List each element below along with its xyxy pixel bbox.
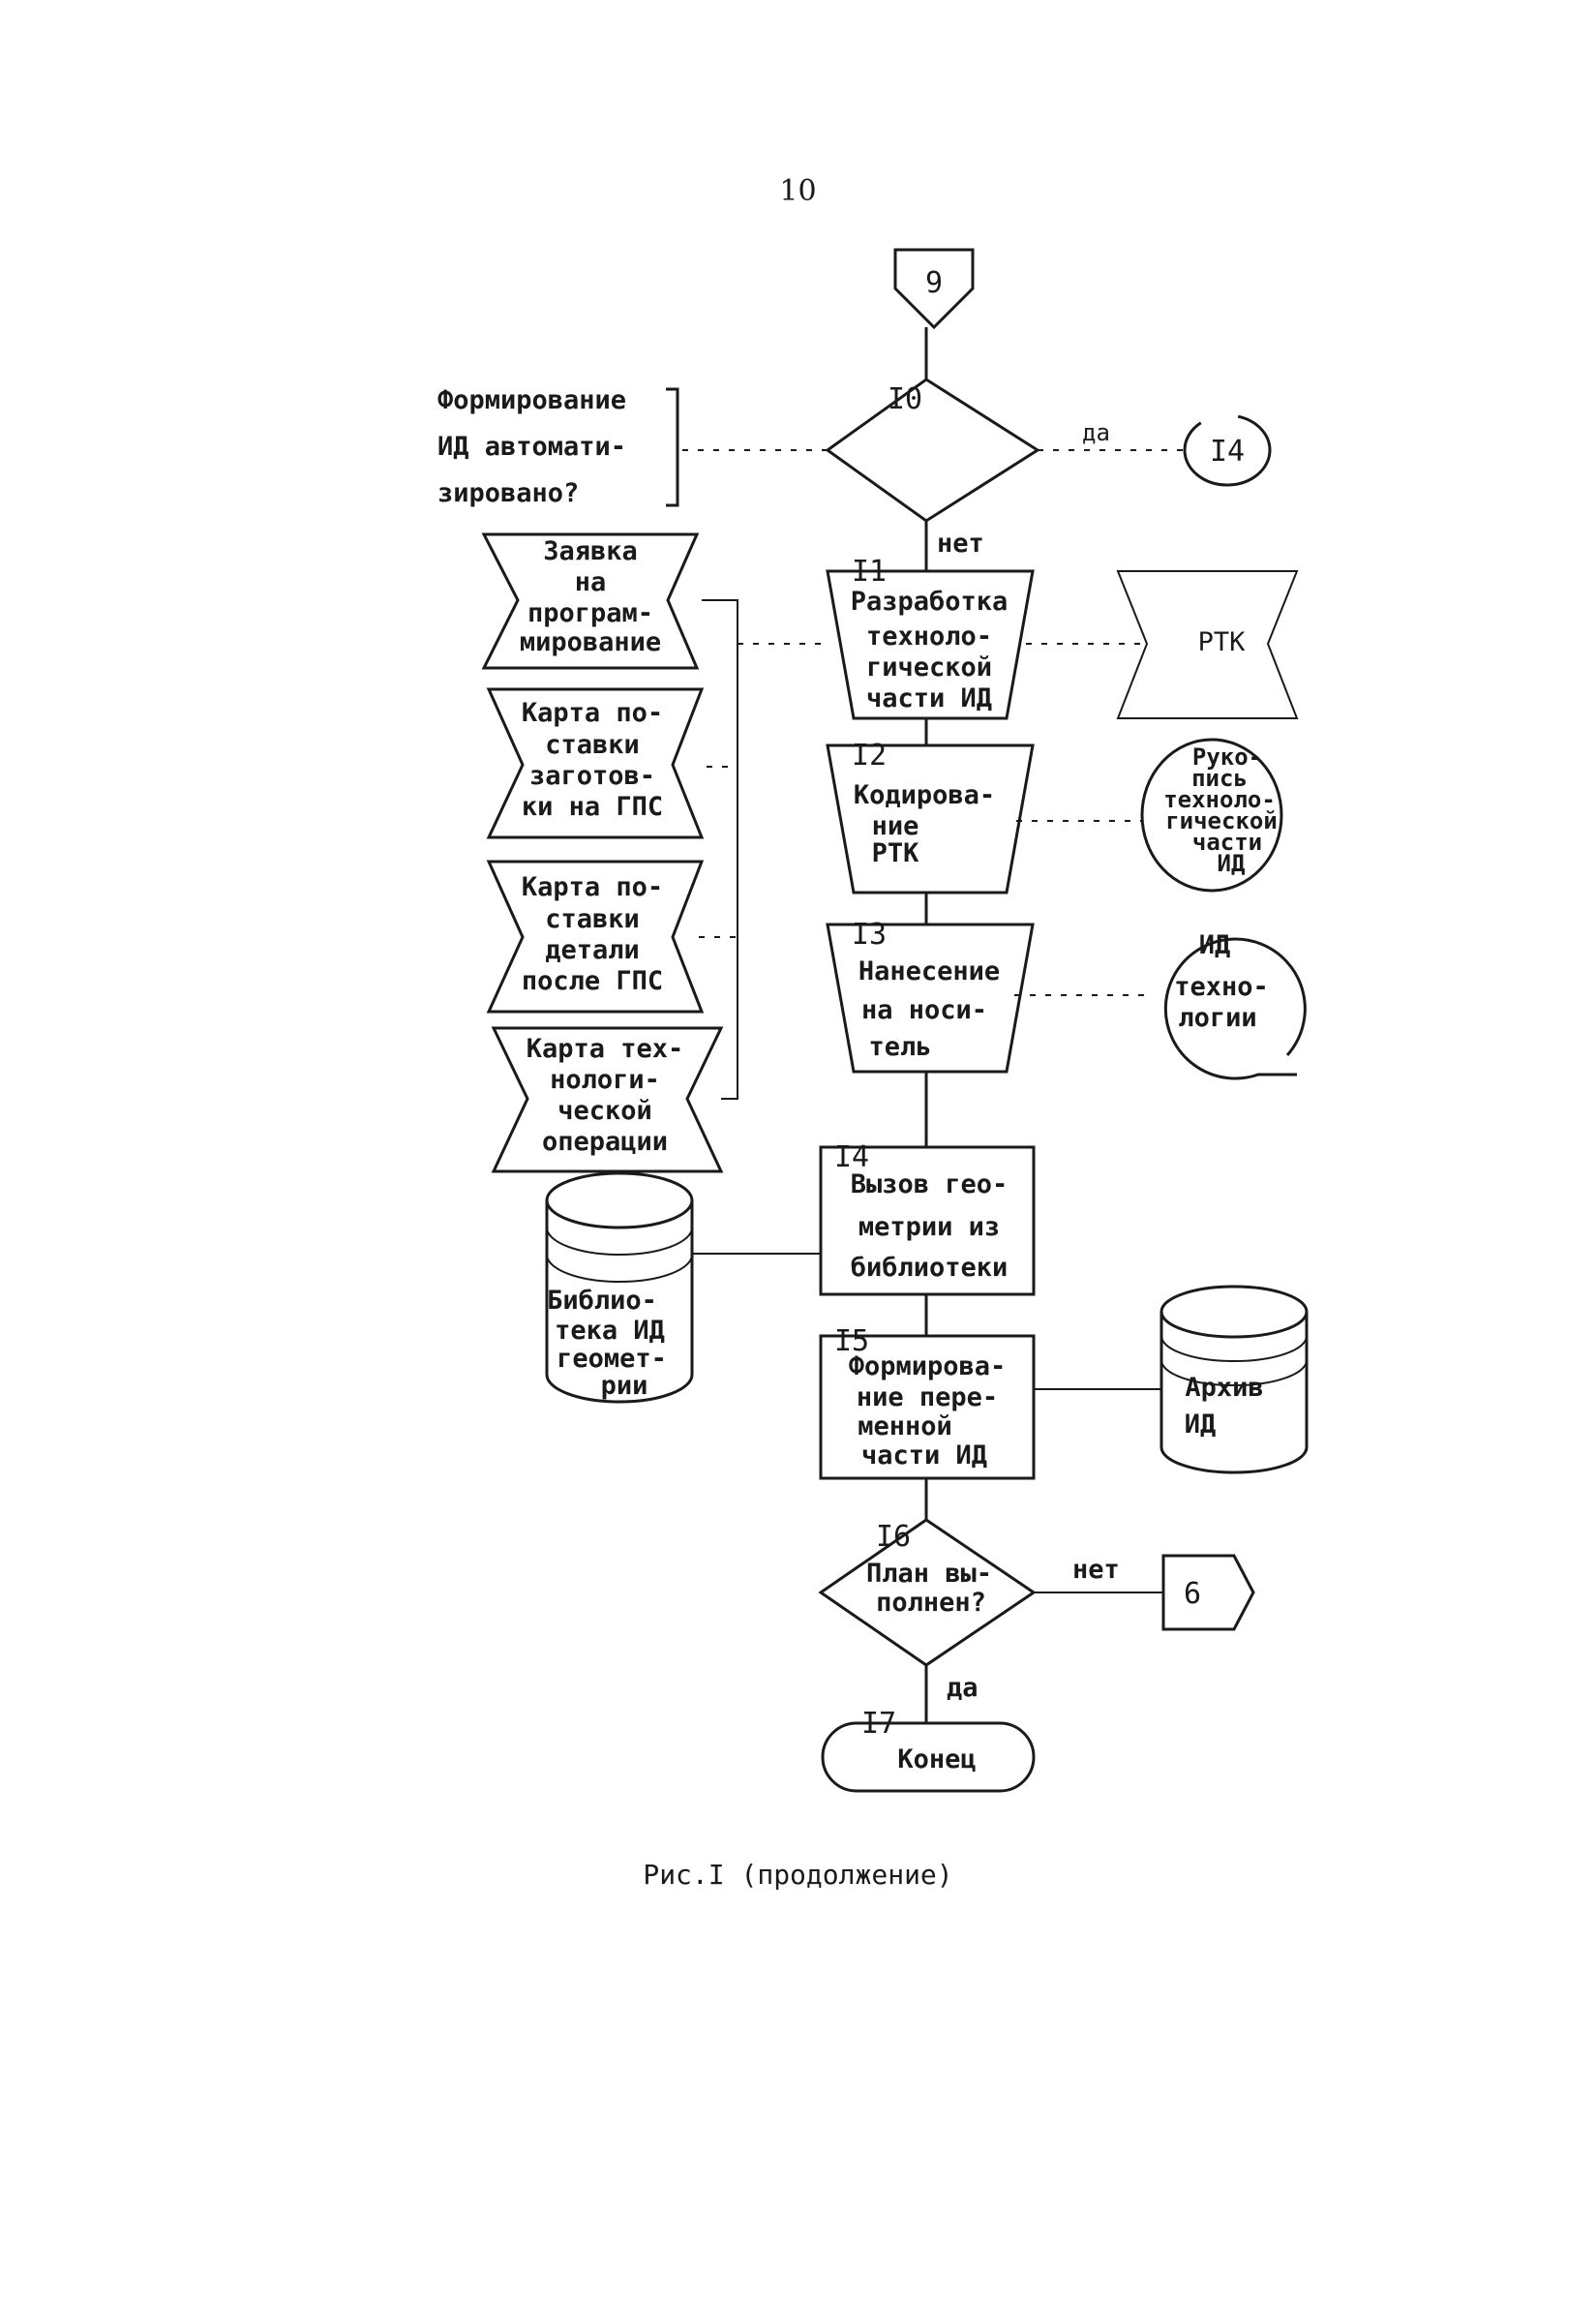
label-yes-16: да (947, 1673, 979, 1703)
id-technology-shape (1163, 937, 1307, 1080)
document-left-4-line-1: Карта тех- (527, 1034, 684, 1064)
block-11-line-2: техноло- (866, 621, 992, 652)
manual-operation-12 (826, 743, 1035, 894)
document-left-2-line-4: ки на ГПС (522, 792, 663, 822)
block-10-number: I0 (888, 382, 922, 416)
block-13-number: I3 (852, 918, 887, 952)
block-13-line-1: Нанесение (858, 956, 1000, 986)
library-line-4: рии (601, 1371, 648, 1401)
decision-16 (818, 1518, 1037, 1667)
connector-14-label: I4 (1210, 435, 1245, 469)
block-14-number: I4 (834, 1140, 869, 1174)
block-16-line-1: План вы- (866, 1559, 992, 1589)
block-11-line-3: гической (866, 652, 992, 682)
document-left-1-line-4: мирование (520, 627, 661, 657)
document-left-1 (481, 532, 700, 670)
comment-10-line-1: Формирование (437, 385, 626, 415)
document-left-2 (486, 687, 705, 839)
block-15-line-3: менной (858, 1411, 952, 1441)
decision-10 (825, 378, 1040, 523)
block-15-line-1: Формирова- (849, 1351, 1007, 1381)
id-technology-line-2: техно- (1174, 972, 1269, 1002)
block-12-number: I2 (852, 739, 887, 773)
id-technology-line-1: ИД (1199, 930, 1231, 960)
document-left-3-line-1: Карта по- (522, 872, 663, 902)
library-line-2: тека ИД (555, 1316, 665, 1346)
process-14 (819, 1145, 1036, 1296)
document-left-4-line-2: нологи- (550, 1065, 660, 1095)
block-15-line-4: части ИД (861, 1440, 987, 1470)
block-12-line-3: РТК (872, 838, 920, 868)
block-13-line-3: тель (868, 1032, 931, 1062)
manual-operation-13 (826, 923, 1035, 1074)
label-yes-10: да (1082, 419, 1110, 446)
document-left-4 (491, 1026, 724, 1173)
document-left-2-line-3: заготов- (529, 761, 655, 791)
archive-storage (1159, 1285, 1309, 1474)
document-left-2-line-2: ставки (545, 730, 640, 760)
terminal-17 (821, 1721, 1036, 1793)
comment-10-line-3: зировано? (437, 478, 579, 508)
library-storage (545, 1171, 694, 1404)
id-technology-line-3: логии (1178, 1003, 1256, 1033)
document-rtk-label: РТК (1198, 627, 1247, 657)
manuscript-line-2: пись (1191, 765, 1248, 792)
manuscript-line-1: Руко- (1192, 743, 1262, 771)
document-left-1-line-3: програм- (527, 598, 653, 628)
block-15-line-2: ние пере- (857, 1382, 998, 1412)
comment-10-line-2: ИД автомати- (437, 432, 626, 462)
document-left-1-line-2: на (575, 567, 607, 597)
manual-operation-11 (826, 569, 1035, 720)
process-15 (819, 1334, 1036, 1480)
offpage-connector-9-label: 9 (925, 266, 943, 300)
document-left-3-line-3: детали (545, 935, 640, 965)
manuscript-line-4: гической (1165, 807, 1278, 834)
block-12-line-2: ние (872, 811, 919, 841)
block-14-line-1: Вызов гео- (851, 1169, 1009, 1199)
document-rtk (1116, 570, 1299, 719)
manuscript-blob (1140, 738, 1283, 893)
label-no-10: нет (937, 529, 984, 559)
manuscript-line-5: части (1192, 829, 1262, 856)
block-15-number: I5 (834, 1324, 869, 1358)
block-13-line-2: на носи- (861, 995, 987, 1025)
document-left-4-line-3: ческой (557, 1096, 652, 1126)
comment-bracket-10 (666, 387, 679, 507)
block-17-number: I7 (861, 1707, 896, 1741)
docs-bracket (702, 599, 738, 1100)
label-no-16: нет (1072, 1555, 1120, 1585)
archive-line-1: Архив (1185, 1373, 1263, 1403)
block-16-number: I6 (876, 1520, 911, 1554)
document-left-3 (486, 860, 705, 1014)
block-14-line-2: метрии из (858, 1212, 1000, 1242)
block-11-line-1: Разработка (851, 587, 1009, 617)
offpage-connector-6-label: 6 (1184, 1577, 1201, 1611)
offpage-connector-9 (893, 248, 975, 330)
block-11-line-4: части ИД (866, 683, 992, 713)
manuscript-line-6: ИД (1218, 850, 1246, 877)
page-number: 10 (779, 174, 817, 208)
document-left-1-line-1: Заявка (543, 536, 638, 566)
offpage-connector-6 (1161, 1554, 1255, 1631)
document-left-4-line-4: операции (542, 1127, 668, 1157)
block-11-number: I1 (852, 555, 887, 589)
figure-caption: Рис.I (продолжение) (643, 1859, 953, 1891)
block-16-line-2: полнен? (876, 1588, 986, 1618)
document-left-3-line-2: ставки (545, 904, 640, 934)
manuscript-line-3: техноло- (1163, 786, 1276, 813)
connector-14 (1183, 413, 1272, 487)
block-17-label: Конец (897, 1744, 976, 1774)
library-line-1: Библио- (547, 1286, 657, 1316)
document-left-2-line-1: Карта по- (522, 698, 663, 728)
library-line-3: геомет- (557, 1344, 667, 1374)
block-12-line-1: Кодирова- (854, 780, 995, 810)
archive-line-2: ИД (1185, 1410, 1217, 1440)
document-left-3-line-4: после ГПС (522, 966, 663, 996)
block-14-line-3: библиотеки (851, 1253, 1009, 1283)
